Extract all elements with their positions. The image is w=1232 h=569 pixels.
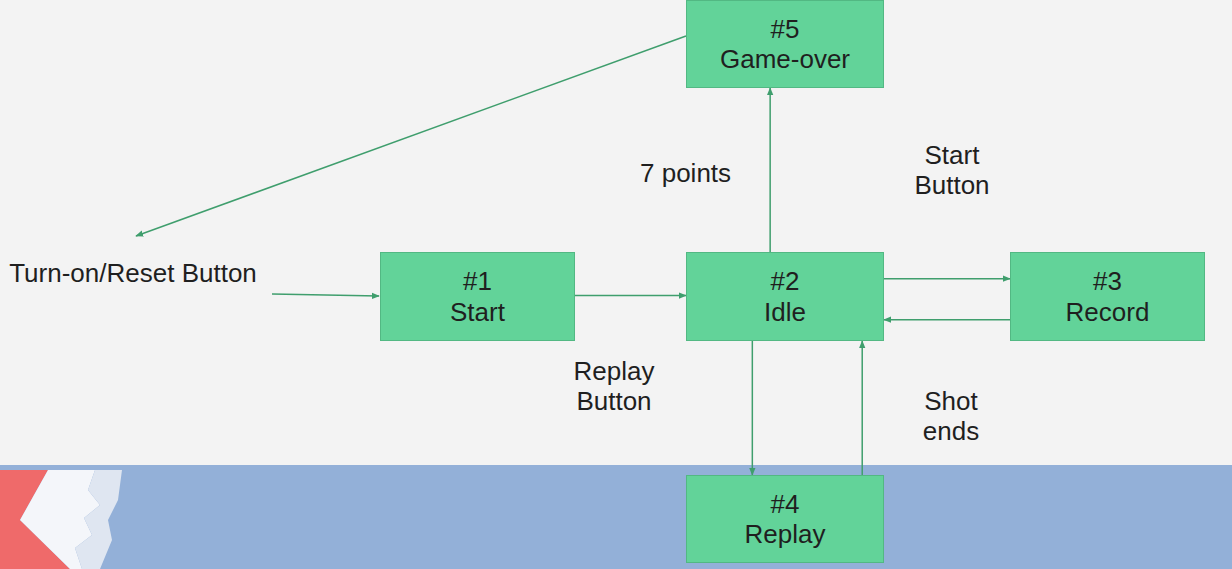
state-box: #1Start [380, 252, 575, 341]
state-name: Replay [745, 519, 826, 549]
state-number: #1 [463, 266, 492, 296]
transition-arrow [752, 341, 754, 475]
reset-line [136, 36, 686, 236]
logo-face [75, 470, 122, 569]
transition-label: Start Button [902, 140, 1002, 201]
transition-label: Replay Button [553, 356, 675, 417]
state-name: Start [450, 297, 505, 327]
transition-arrow [884, 278, 1010, 280]
transition-arrow [861, 341, 863, 475]
state-number: #5 [771, 14, 800, 44]
state-box: #3Record [1010, 252, 1205, 341]
reset-line [272, 294, 379, 296]
transition-arrow [575, 295, 686, 297]
input-label: Turn-on/Reset Button [8, 258, 258, 288]
state-number: #3 [1093, 266, 1122, 296]
state-box: #2Idle [686, 252, 884, 341]
transition-label: Shot ends [905, 386, 997, 447]
state-name: Game-over [720, 44, 850, 74]
state-box: #5Game-over [686, 0, 884, 88]
state-name: Idle [764, 297, 806, 327]
state-number: #2 [771, 266, 800, 296]
transition-arrow [884, 319, 1010, 321]
state-box: #4Replay [686, 475, 884, 563]
state-name: Record [1066, 297, 1150, 327]
transition-label: 7 points [640, 158, 731, 188]
bottom-band [0, 465, 1232, 569]
transition-arrow [769, 88, 771, 252]
state-number: #4 [771, 489, 800, 519]
